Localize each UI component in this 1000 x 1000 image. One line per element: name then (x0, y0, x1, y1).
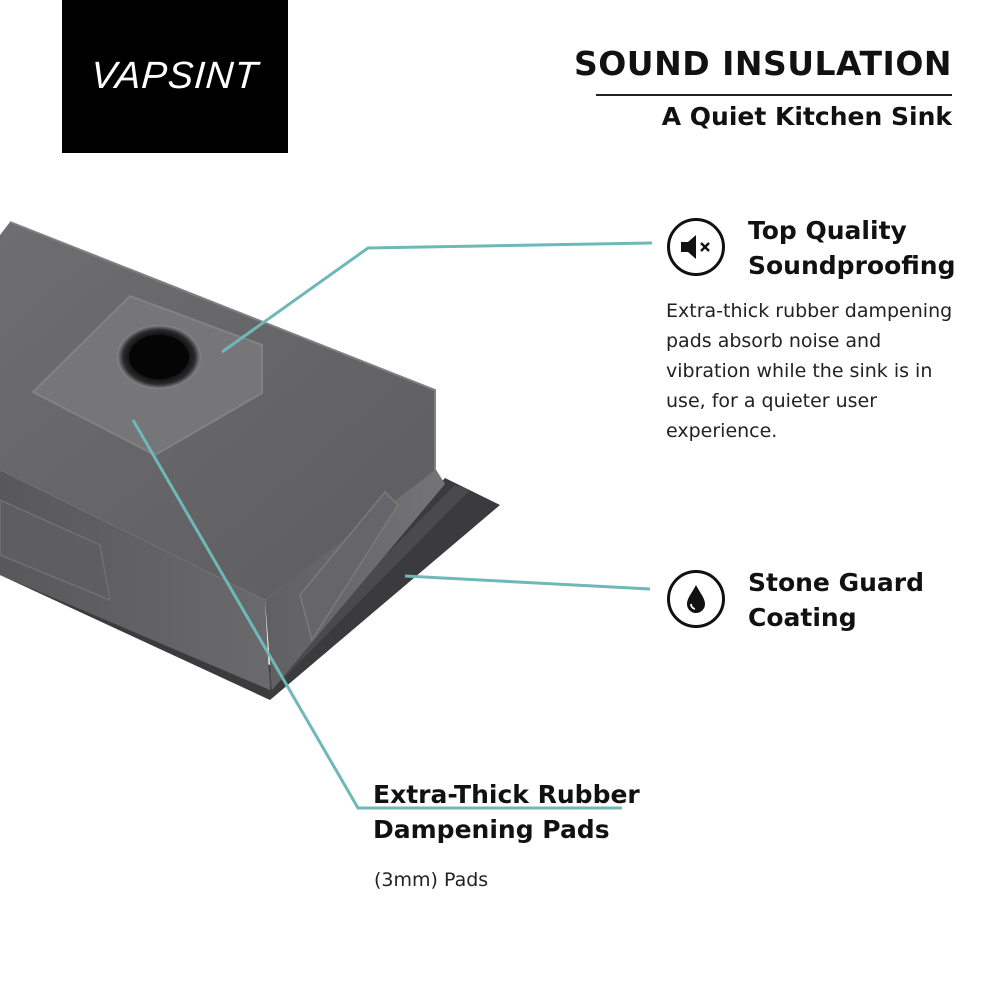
page-subtitle: A Quiet Kitchen Sink (661, 102, 952, 131)
page-title: SOUND INSULATION (573, 44, 952, 83)
feature-title-line: Soundproofing (748, 251, 956, 280)
feature-title-pads: Extra-Thick Rubber Dampening Pads (373, 777, 640, 847)
sink-flange (0, 478, 500, 700)
rubber-pad-front (0, 499, 111, 602)
sink-side-face (265, 468, 445, 690)
callout-line-stone-guard (404, 574, 651, 591)
feature-description-soundproofing: Extra-thick rubber dampening pads absorb… (666, 300, 953, 442)
feature-title-stone-guard: Stone Guard Coating (748, 565, 924, 635)
drain-hole (117, 325, 201, 389)
feature-title-line: Stone Guard (748, 568, 925, 597)
drain-pad (31, 294, 263, 457)
callout-line-soundproofing (221, 241, 653, 354)
feature-title-soundproofing: Top Quality Soundproofing (748, 213, 955, 283)
feature-description-pads: (3mm) Pads (374, 869, 489, 891)
brand-logo-text: VAPSINT (89, 55, 261, 97)
feature-title-line: Coating (748, 603, 857, 632)
header-divider (596, 94, 952, 96)
rubber-pad-side (299, 490, 399, 642)
water-drop-icon (667, 570, 725, 628)
feature-title-line: Dampening Pads (373, 815, 610, 844)
feature-title-line: Extra-Thick Rubber (373, 780, 640, 809)
feature-title-line: Top Quality (748, 216, 907, 245)
brand-logo: VAPSINT (62, 0, 288, 153)
sink-basin-bottom (0, 222, 435, 600)
callout-line-pads (131, 419, 622, 810)
speaker-muted-icon (667, 218, 725, 276)
sink-front-face (0, 470, 270, 690)
